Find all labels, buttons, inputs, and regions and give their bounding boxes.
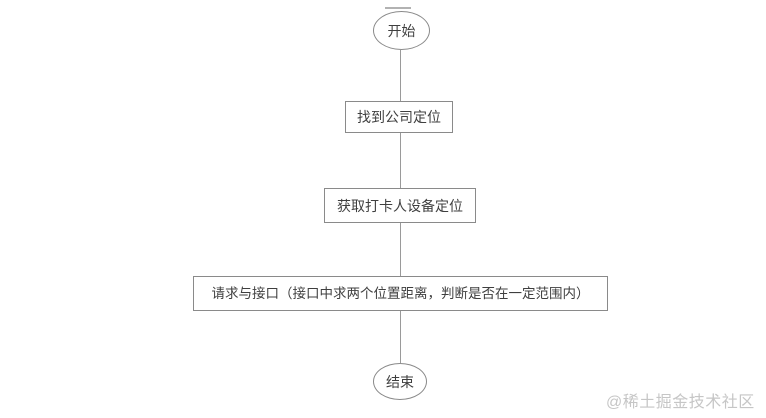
top-edge-line — [385, 7, 411, 9]
connector-step3-to-end — [400, 311, 401, 363]
step1-node-label: 找到公司定位 — [357, 109, 441, 125]
step2-node-label: 获取打卡人设备定位 — [337, 197, 463, 214]
watermark-text: @稀土掘金技术社区 — [606, 394, 755, 411]
connector-start-to-step1 — [400, 50, 401, 101]
flowchart-node-start: 开始 — [373, 11, 430, 50]
flowchart-node-request-api: 请求与接口（接口中求两个位置距离，判断是否在一定范围内） — [193, 276, 608, 311]
step3-node-label: 请求与接口（接口中求两个位置距离，判断是否在一定范围内） — [211, 285, 590, 301]
connector-step2-to-step3 — [400, 223, 401, 276]
flowchart-node-end: 结束 — [373, 363, 427, 400]
connector-step1-to-step2 — [400, 133, 401, 188]
flowchart-node-get-device-location: 获取打卡人设备定位 — [324, 188, 476, 223]
end-node-label: 结束 — [386, 373, 414, 390]
flowchart-node-find-company-location: 找到公司定位 — [345, 101, 453, 133]
start-node-label: 开始 — [387, 22, 416, 39]
